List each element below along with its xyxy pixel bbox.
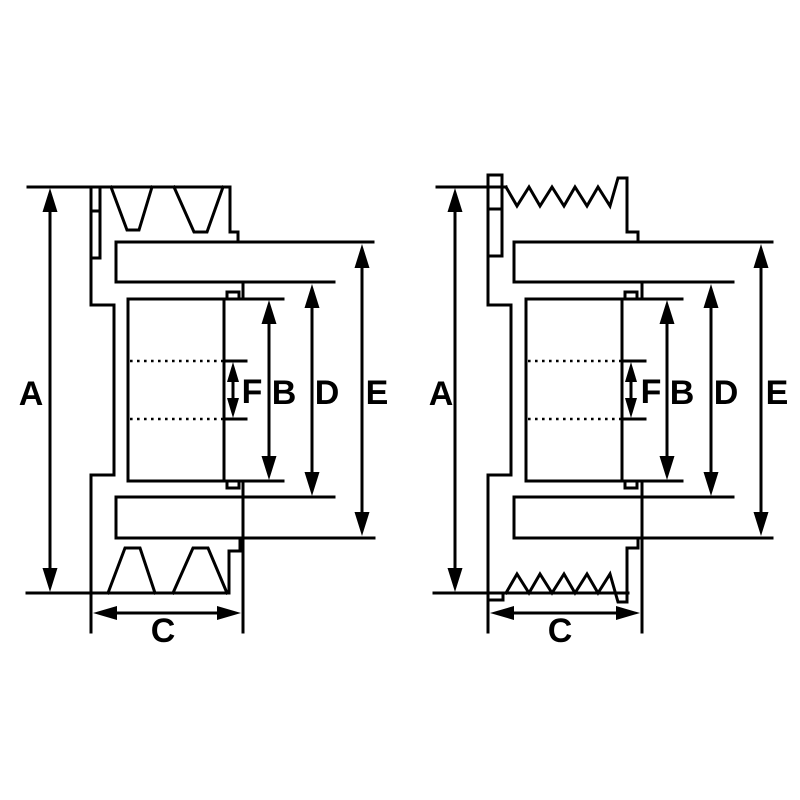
arrowhead-A-down [447, 568, 463, 592]
upper-hub-band [114, 240, 375, 284]
arrowhead-D-down [703, 472, 719, 496]
figure-v-belt-pulley: A F B D E C [19, 185, 389, 650]
dim-label-E: E [366, 374, 389, 412]
dim-label-A: A [429, 375, 454, 413]
bottom-right-step [227, 536, 242, 595]
bore-dotted-lines [528, 359, 622, 421]
arrowhead-C-right [616, 606, 640, 620]
dim-label-E: E [766, 374, 789, 412]
arrowhead-B-down [261, 456, 277, 480]
flange-slot-detail [486, 173, 504, 258]
arrowhead-E-down [753, 512, 769, 536]
arrowhead-B-down [659, 456, 675, 480]
dim-label-B: B [670, 374, 695, 412]
arrowhead-A-up [42, 188, 58, 212]
arrowhead-C-left [93, 606, 117, 620]
dim-label-D: D [714, 374, 739, 412]
f-extension-ticks [222, 359, 248, 421]
bore-dotted-lines [130, 359, 224, 421]
bore-notches [623, 290, 639, 490]
arrowhead-D-up [304, 284, 320, 308]
v-grooves-top [109, 185, 225, 234]
lower-hub-band [114, 495, 376, 540]
arrowhead-C-right [217, 606, 241, 620]
arrowhead-E-up [354, 244, 370, 268]
serpentine-grooves-top [503, 176, 640, 244]
left-flange-profile [486, 173, 513, 634]
bottom-left-ledge [487, 591, 505, 602]
dim-label-C: C [151, 612, 176, 650]
arrowhead-A-up [447, 188, 463, 212]
dim-label-D: D [315, 374, 340, 412]
dim-label-C: C [548, 612, 573, 650]
bore-notches [225, 290, 241, 490]
arrowhead-F-up [227, 362, 239, 382]
left-flange-profile [89, 185, 116, 634]
dim-label-F: F [641, 373, 662, 411]
top-right-step [228, 185, 240, 244]
f-extension-ticks [620, 359, 647, 421]
v-grooves-bottom [106, 546, 229, 595]
dim-label-B: B [272, 374, 297, 412]
arrowhead-F-down [227, 398, 239, 418]
arrowhead-E-up [753, 244, 769, 268]
arrowhead-D-up [703, 284, 719, 308]
dim-label-F: F [242, 373, 263, 411]
arrowhead-B-up [659, 300, 675, 324]
arrowhead-B-up [261, 300, 277, 324]
arrowhead-F-up [625, 362, 637, 382]
flange-slot-detail [89, 185, 102, 260]
dim-label-A: A [19, 375, 44, 413]
figure-serpentine-pulley: A F B D E C [429, 173, 789, 650]
arrowhead-A-down [42, 568, 58, 592]
arrowhead-F-down [625, 398, 637, 418]
serpentine-grooves-bottom [503, 536, 640, 604]
arrowhead-C-left [490, 606, 514, 620]
bore-rectangle [126, 297, 285, 483]
bore-rectangle [524, 297, 684, 483]
arrowhead-E-down [354, 512, 370, 536]
upper-hub-band [512, 240, 774, 284]
arrowhead-D-down [304, 472, 320, 496]
